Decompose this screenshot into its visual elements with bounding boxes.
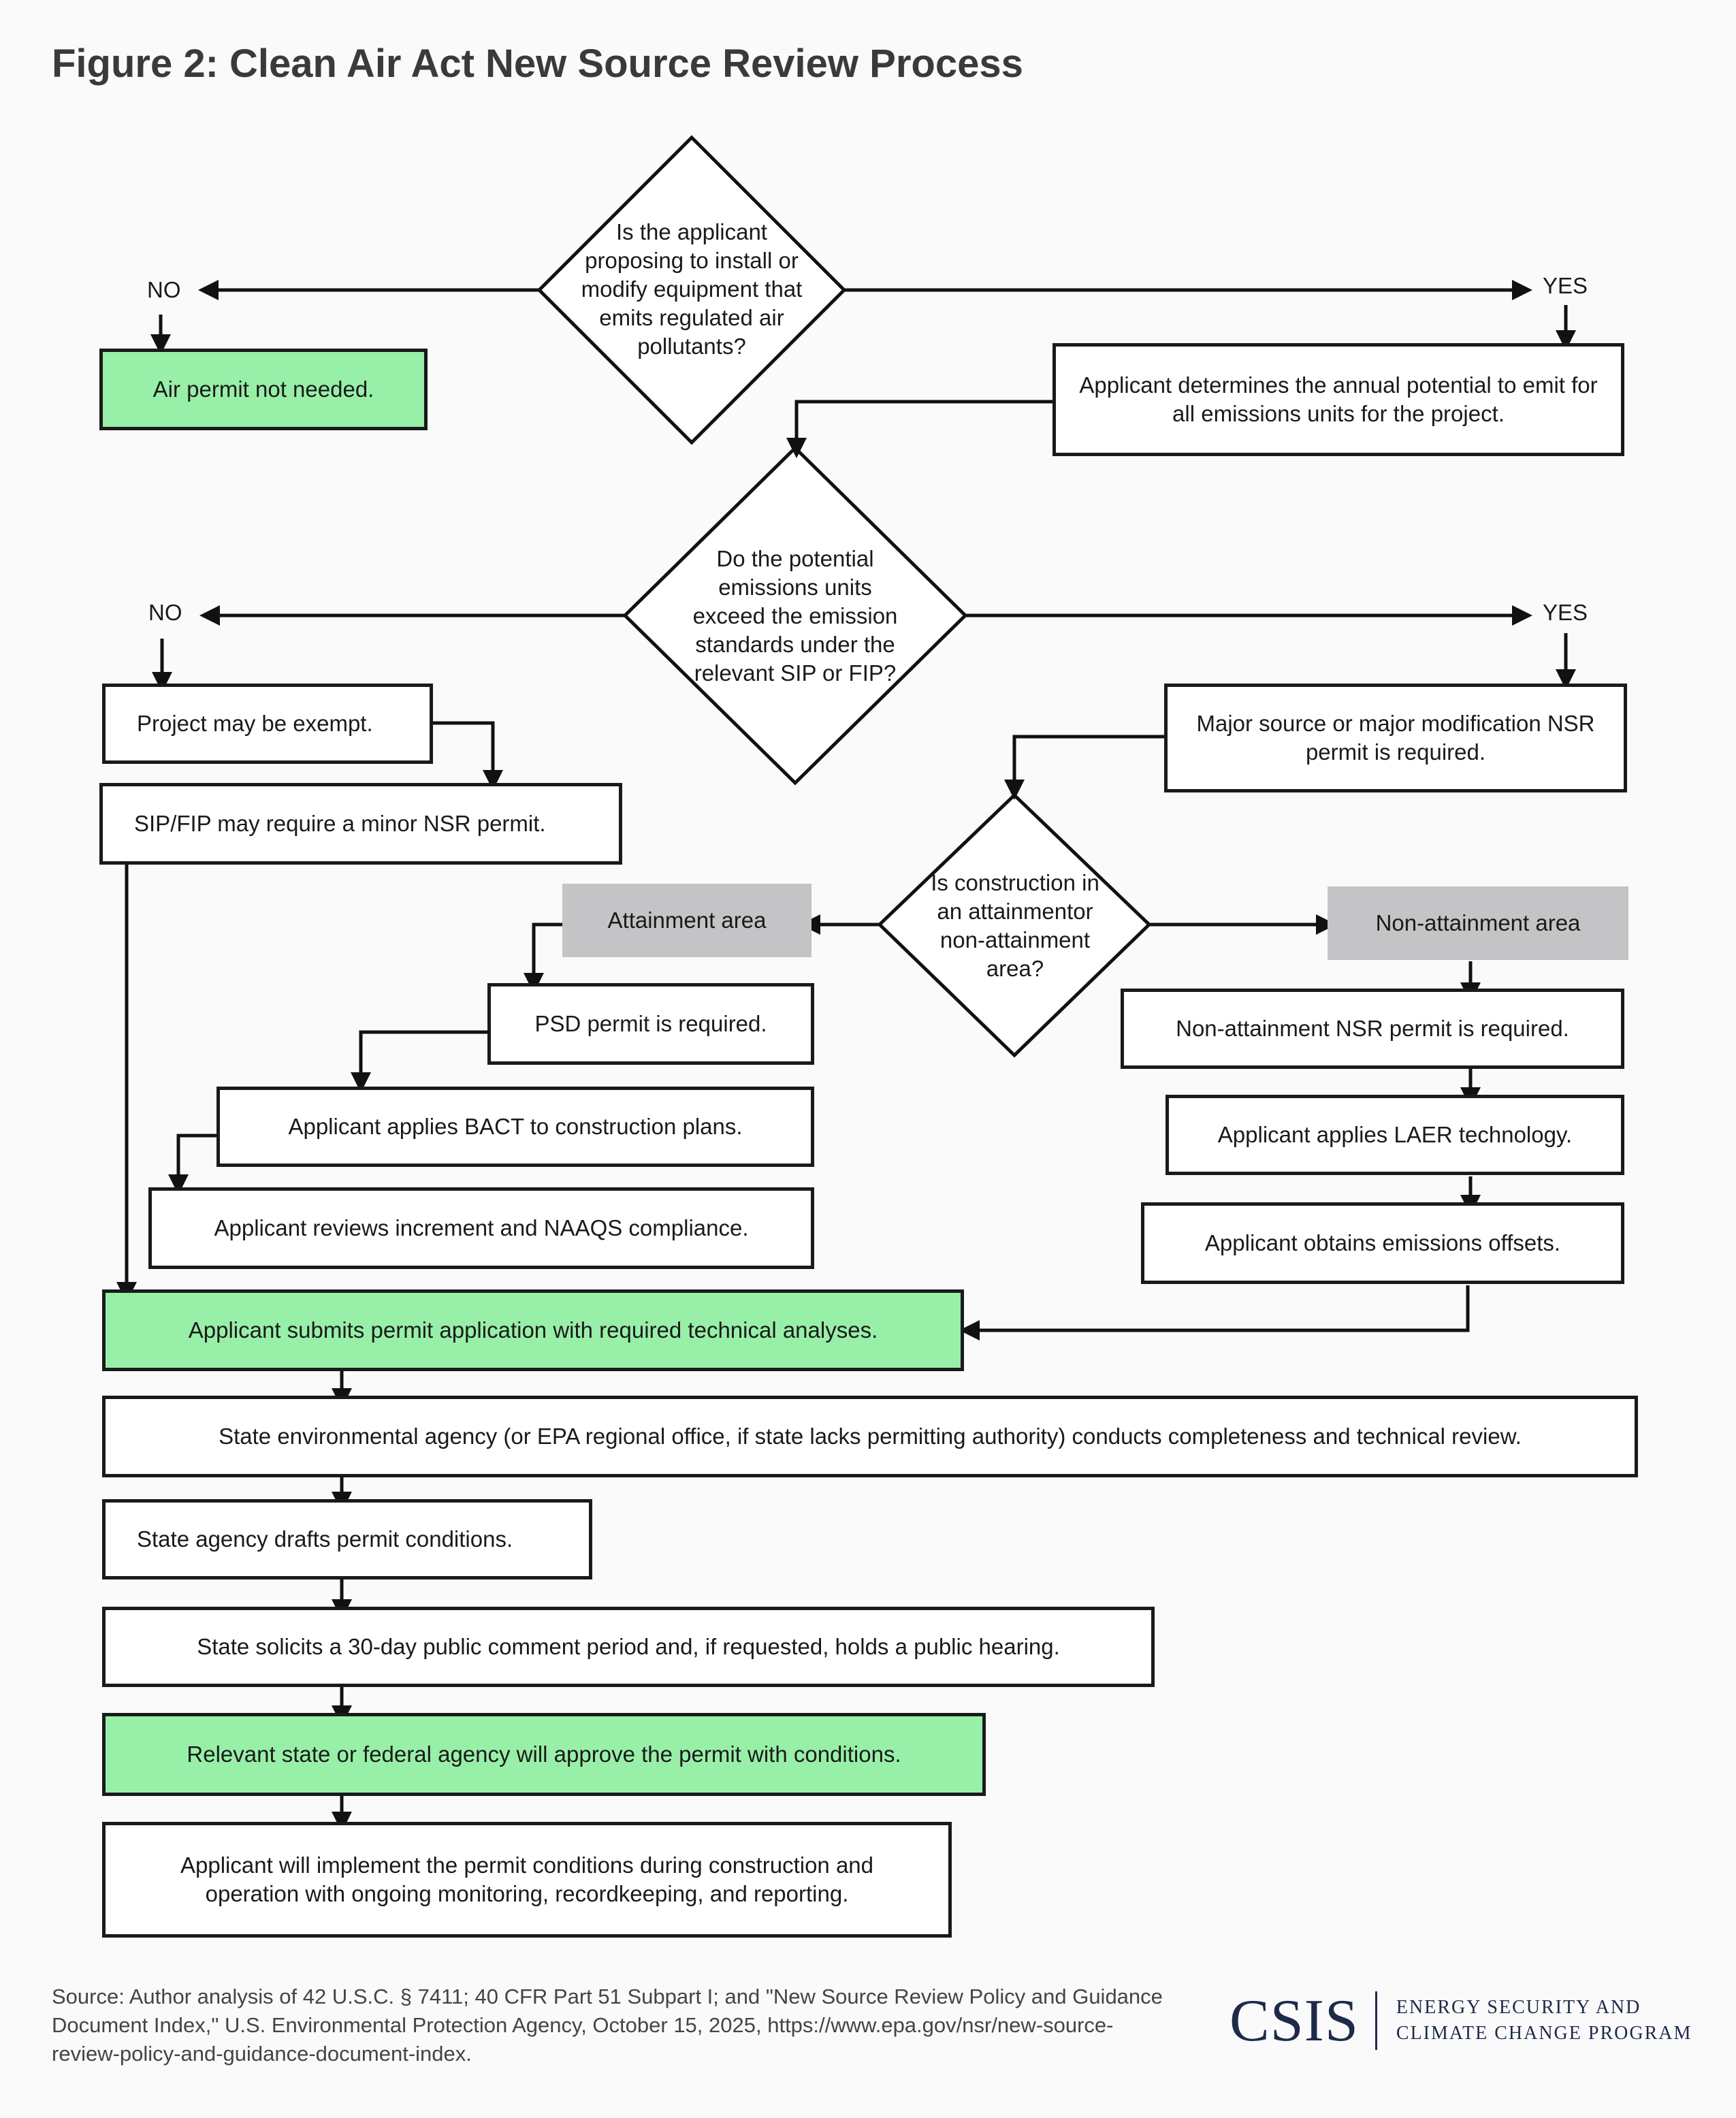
box-implement-conditions: Applicant will implement the permit cond… (102, 1822, 952, 1938)
box-drafts-conditions: State agency drafts permit conditions. (102, 1499, 592, 1579)
decision-diamond-1 (536, 135, 847, 445)
csis-logo-mark: CSIS (1229, 1987, 1359, 2054)
decision-diamond-3 (877, 792, 1152, 1058)
logo-program-name: ENERGY SECURITY AND CLIMATE CHANGE PROGR… (1396, 1995, 1692, 2047)
box-submit-application: Applicant submits permit application wit… (102, 1289, 964, 1371)
box-nonattainment-nsr: Non-attainment NSR permit is required. (1121, 989, 1624, 1069)
box-increment-naaqs: Applicant reviews increment and NAAQS co… (148, 1187, 814, 1269)
label-yes-1: YES (1543, 273, 1588, 298)
figure-title: Figure 2: Clean Air Act New Source Revie… (52, 42, 1023, 86)
box-air-permit-not-needed: Air permit not needed. (99, 349, 428, 430)
decision-diamond-2 (622, 445, 968, 786)
box-apply-bact: Applicant applies BACT to construction p… (216, 1087, 814, 1167)
logo-program-line-2: CLIMATE CHANGE PROGRAM (1396, 2023, 1692, 2044)
csis-logo: CSIS ENERGY SECURITY AND CLIMATE CHANGE … (1229, 1980, 1692, 2061)
logo-divider (1375, 1991, 1377, 2050)
box-completeness-review: State environmental agency (or EPA regio… (102, 1396, 1638, 1477)
box-apply-laer: Applicant applies LAER technology. (1166, 1095, 1624, 1175)
box-nonattainment-area: Non-attainment area (1328, 886, 1628, 960)
box-approve-permit: Relevant state or federal agency will ap… (102, 1713, 986, 1796)
box-attainment-area: Attainment area (562, 884, 811, 957)
box-project-exempt: Project may be exempt. (102, 684, 433, 764)
box-minor-nsr: SIP/FIP may require a minor NSR permit. (99, 783, 622, 865)
label-yes-2: YES (1543, 600, 1588, 625)
box-determines-potential: Applicant determines the annual potentia… (1052, 343, 1624, 456)
label-no-1: NO (147, 277, 181, 302)
decision-install-modify: Is the applicant proposing to install or… (581, 219, 803, 359)
box-major-source: Major source or major modification NSR p… (1164, 684, 1627, 792)
label-no-2: NO (148, 600, 182, 625)
box-public-comment: State solicits a 30-day public comment p… (102, 1607, 1155, 1687)
logo-program-line-1: ENERGY SECURITY AND (1396, 1997, 1641, 2018)
box-psd-required: PSD permit is required. (487, 983, 814, 1065)
decision-exceed-standards: Do the potential emissions units exceed … (692, 546, 898, 686)
box-emissions-offsets: Applicant obtains emissions offsets. (1141, 1202, 1624, 1284)
decision-attainment-area: Is construction in an attainmentor non-a… (931, 870, 1099, 981)
source-note: Source: Author analysis of 42 U.S.C. § 7… (52, 1985, 1163, 2066)
